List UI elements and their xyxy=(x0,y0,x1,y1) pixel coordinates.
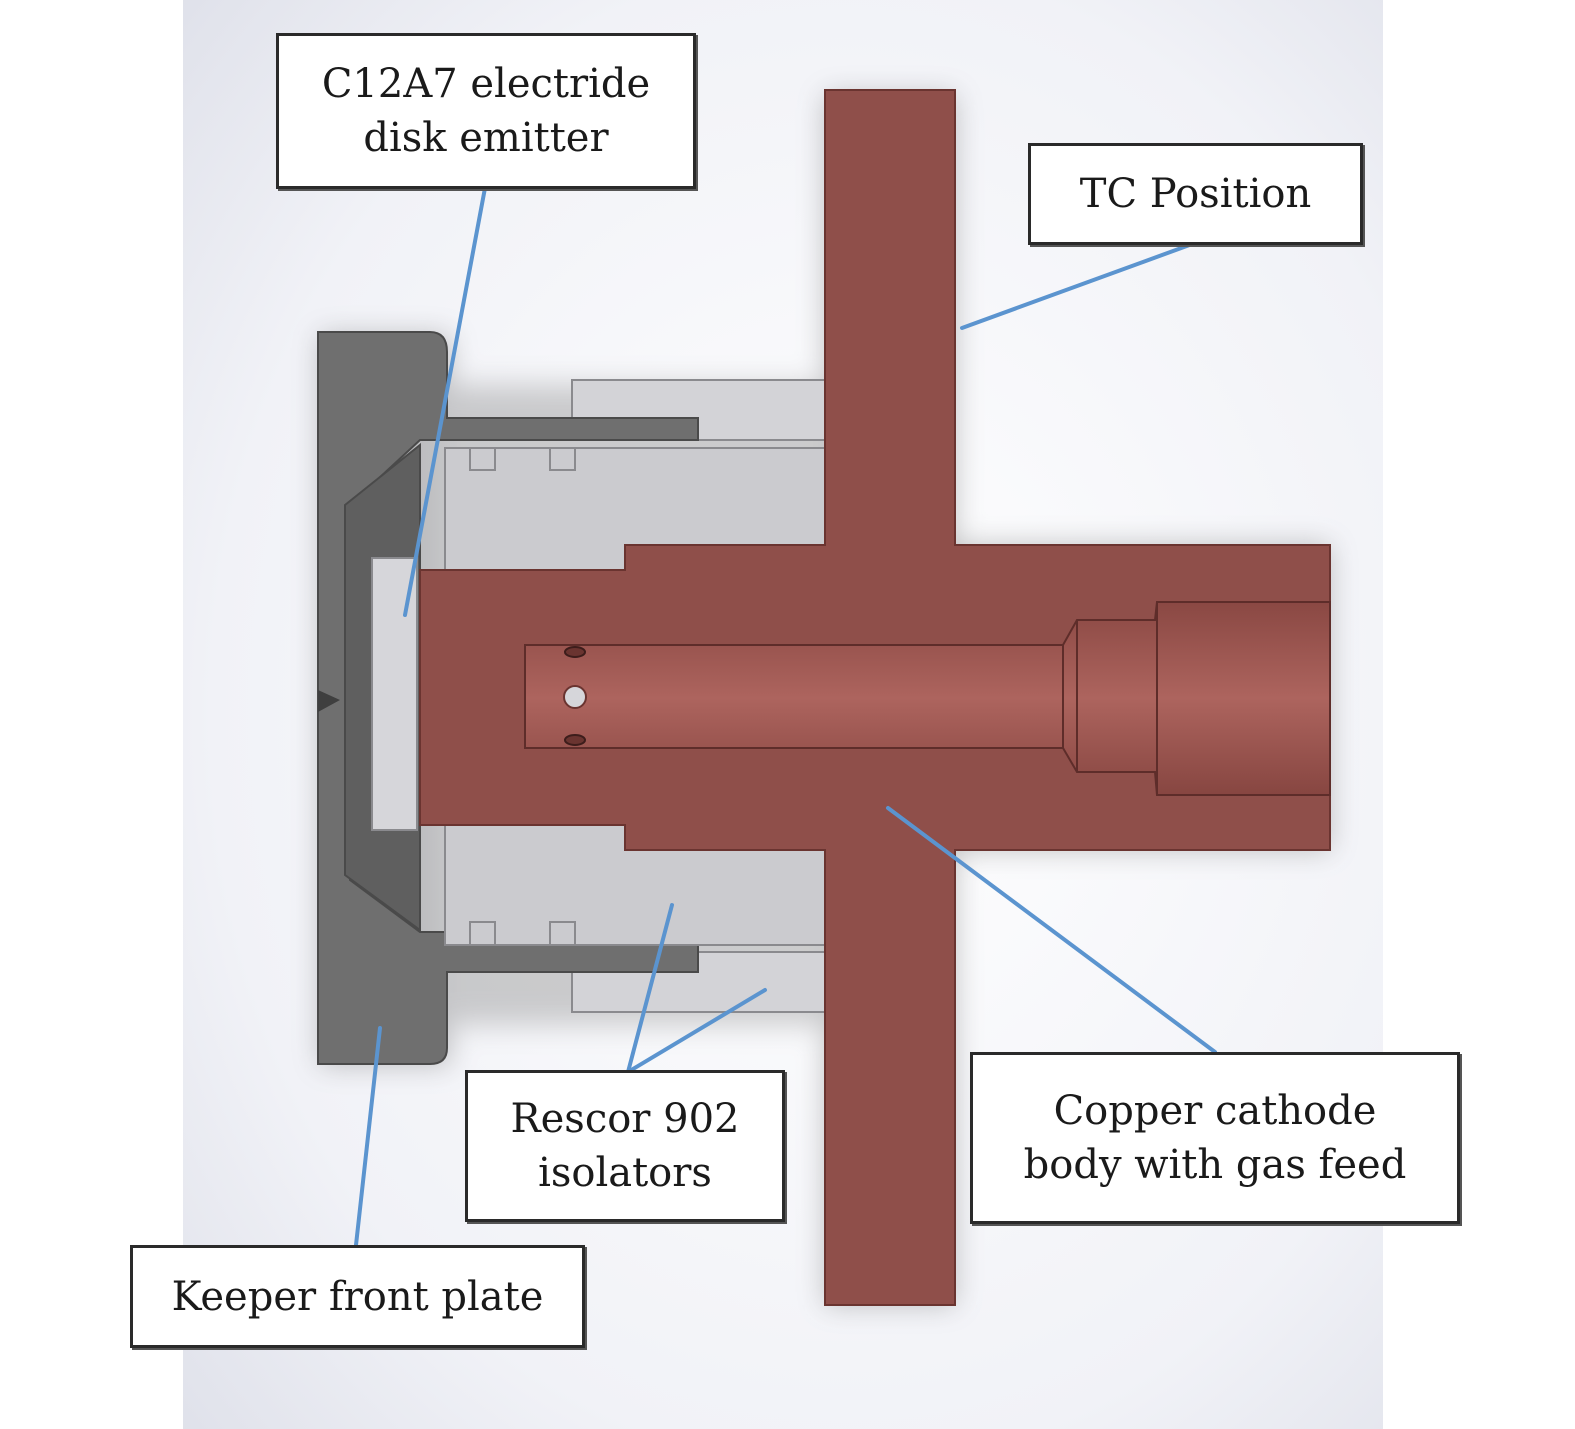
label-emitter: C12A7 electride disk emitter xyxy=(276,33,696,189)
emitter-disk xyxy=(371,557,418,831)
gas-hole-middle xyxy=(563,685,587,709)
leader-tc-position xyxy=(960,241,1197,330)
leader-cathode xyxy=(886,806,1217,1054)
label-cathode-text: Copper cathode body with gas feed xyxy=(1023,1088,1407,1188)
gas-hole-top xyxy=(564,646,586,658)
label-keeper: Keeper front plate xyxy=(130,1245,585,1348)
keeper-front-plate xyxy=(317,331,699,1065)
leader-keeper xyxy=(354,1026,382,1247)
label-cathode: Copper cathode body with gas feed xyxy=(970,1052,1460,1224)
isolator-teeth-bottom xyxy=(469,921,576,945)
gas-hole-bottom xyxy=(564,734,586,746)
leader-isolator-b xyxy=(626,988,767,1074)
isolator-teeth-top xyxy=(469,448,576,471)
leader-emitter xyxy=(403,186,487,617)
label-tc-position-text: TC Position xyxy=(1079,171,1312,217)
label-emitter-text: C12A7 electride disk emitter xyxy=(321,61,651,161)
label-keeper-text: Keeper front plate xyxy=(171,1273,544,1320)
leader-lines xyxy=(354,186,1217,1247)
label-isolators-text: Rescor 902 isolators xyxy=(510,1096,740,1196)
leader-isolator-a xyxy=(626,903,674,1074)
keeper-orifice xyxy=(318,690,340,712)
label-tc-position: TC Position xyxy=(1028,143,1363,245)
label-isolators: Rescor 902 isolators xyxy=(465,1070,785,1222)
